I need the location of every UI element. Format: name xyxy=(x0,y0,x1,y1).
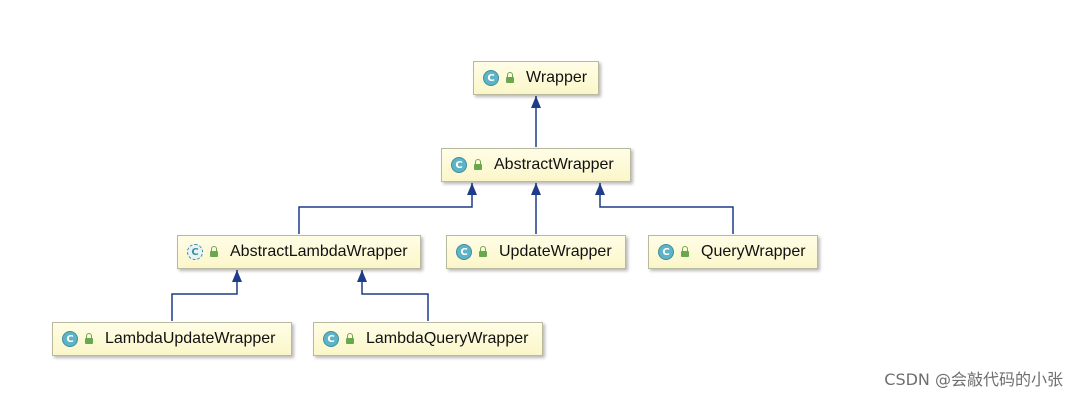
edge-abstractlambdawrapper-to-abstractwrapper xyxy=(298,183,473,234)
lock-icon xyxy=(506,72,514,83)
node-query-wrapper[interactable]: C QueryWrapper xyxy=(648,235,818,269)
node-update-wrapper[interactable]: C UpdateWrapper xyxy=(446,235,626,269)
node-abstract-wrapper[interactable]: C AbstractWrapper xyxy=(441,148,631,182)
arrow-into-abstractwrapper-center xyxy=(531,183,541,195)
lock-icon xyxy=(85,333,93,344)
node-wrapper[interactable]: C Wrapper xyxy=(473,61,599,95)
node-label: Wrapper xyxy=(526,69,588,86)
node-label: LambdaQueryWrapper xyxy=(366,330,529,347)
node-lambda-query-wrapper[interactable]: C LambdaQueryWrapper xyxy=(313,322,543,356)
node-label: AbstractLambdaWrapper xyxy=(230,243,408,260)
node-abstract-lambda-wrapper[interactable]: C AbstractLambdaWrapper xyxy=(177,235,421,269)
watermark: CSDN @会敲代码的小张 xyxy=(884,370,1063,389)
abstract-class-icon: C xyxy=(187,244,203,260)
node-lambda-update-wrapper[interactable]: C LambdaUpdateWrapper xyxy=(52,322,292,356)
node-label: UpdateWrapper xyxy=(499,243,612,260)
arrow-into-abstractwrapper-left xyxy=(467,183,477,195)
arrow-into-abstractlambdawrapper-left xyxy=(232,270,242,282)
edge-lambdaquerywrapper-to-abstractlambdawrapper xyxy=(361,270,429,321)
lock-icon xyxy=(681,246,689,257)
class-icon: C xyxy=(323,331,339,347)
edge-lambdaupdatewrapper-to-abstractlambdawrapper xyxy=(171,270,238,321)
class-icon: C xyxy=(658,244,674,260)
node-label: LambdaUpdateWrapper xyxy=(105,330,276,347)
arrow-into-abstractlambdawrapper-right xyxy=(357,270,367,282)
arrow-into-wrapper xyxy=(531,96,541,108)
node-label: AbstractWrapper xyxy=(494,156,614,173)
lock-icon xyxy=(479,246,487,257)
lock-icon xyxy=(474,159,482,170)
arrow-into-abstractwrapper-right xyxy=(595,183,605,195)
lock-icon xyxy=(346,333,354,344)
class-icon: C xyxy=(62,331,78,347)
class-icon: C xyxy=(483,70,499,86)
class-icon: C xyxy=(456,244,472,260)
lock-icon xyxy=(210,246,218,257)
class-icon: C xyxy=(451,157,467,173)
edge-querywrapper-to-abstractwrapper xyxy=(599,183,734,234)
node-label: QueryWrapper xyxy=(701,243,806,260)
